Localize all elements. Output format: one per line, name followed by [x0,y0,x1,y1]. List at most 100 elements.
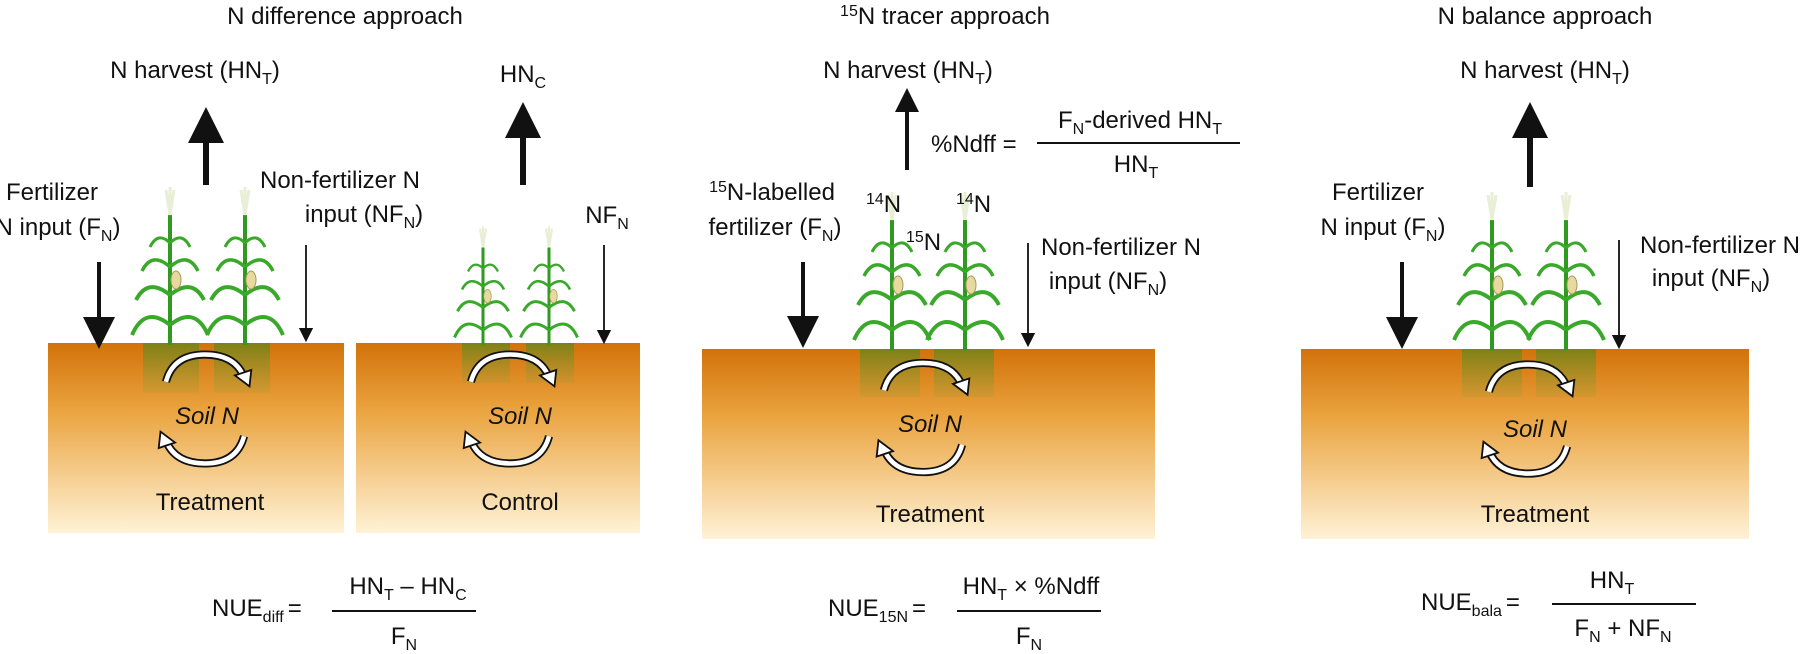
fertilizer-label-diff: Fertilizer [6,179,98,206]
ndff-numerator: FN-derived HNT [1058,107,1222,138]
lhs-sub: diff [263,609,285,626]
num-mid: – HN [394,573,455,600]
panel-n-balance: N balance approach Soil N Treatment N ha… [1301,3,1800,646]
n15-label: 15N [906,229,941,256]
corn-plant-icon [205,185,285,345]
lhs-eq: = [912,595,926,622]
treatment-label: Treatment [156,489,265,516]
den-a-sub: N [1589,629,1601,646]
num-sub: T [1624,581,1634,598]
lhs-sub: bala [1472,603,1502,620]
n14-sup: 14 [866,191,884,208]
nonfert-label-tracer: Non-fertilizer N [1041,234,1201,261]
harvest-sub: T [262,71,272,88]
n14-label: 14N [866,191,901,218]
title-sup: 15 [840,3,858,20]
labelled-fert-label: 15N-labelled [709,179,835,206]
corn-plant-icon [518,225,580,345]
nonfert-label-bala: Non-fertilizer N [1640,232,1800,259]
corn-plant-icon [1526,190,1606,350]
soil-n-label: Soil N [488,403,553,430]
soil-n-label: Soil N [1503,416,1568,443]
n15-sup: 15 [906,229,924,246]
ndff-den-text: HN [1114,151,1149,178]
nfc-sub: N [617,216,629,233]
title-text: N tracer approach [858,3,1050,30]
fert-text: N input (F [1321,214,1426,241]
num-text: HN [963,573,998,600]
soil-block-bala [1301,349,1749,539]
hnc-sub: C [535,75,547,92]
nonfert-end: ) [415,201,423,228]
harvest-sub: T [1612,71,1622,88]
nonfert-input-label-tracer: input (NFN) [1049,268,1167,299]
treatment-label: Treatment [1481,501,1590,528]
fert-text: N input (F [0,214,101,241]
hn-control-label: HNC [500,61,546,92]
formula-lhs: NUEbala= [1421,589,1520,620]
n-harvest-label-bala: N harvest (HNT) [1460,57,1630,88]
harvest-text: N harvest (HN [110,57,262,84]
panel-title-bala: N balance approach [1438,3,1653,30]
harvest-end: ) [272,57,280,84]
nonfert-sub: N [404,215,416,232]
ndff-den-sub: T [1148,165,1158,182]
ndff-denominator: HNT [1114,151,1159,182]
fert-end: ) [1437,214,1445,241]
hnc-text: HN [500,61,535,88]
formula-nue-bala: NUEbala= HNT FN + NFN [1421,567,1696,646]
nfc-text: NF [585,202,617,229]
control-label: Control [481,489,558,516]
lhs-text: NUE [828,595,879,622]
treatment-label: Treatment [876,501,985,528]
n14-text: N [974,191,991,218]
nonfert-end: ) [1762,265,1770,292]
nonfert-end: ) [1159,268,1167,295]
nonfert-label-diff: Non-fertilizer N [260,167,420,194]
num-b-sub: C [455,587,467,604]
num-a: HN [349,573,384,600]
ndff-formula: %Ndff = FN-derived HNT HNT [931,107,1240,182]
nonfert-sub: N [1751,279,1763,296]
fert-sup: 15 [709,179,727,196]
lhs-sub: 15N [879,609,908,626]
n15-text: N [924,229,941,256]
ndff-num-sub2: T [1212,121,1222,138]
nonfert-input-label-diff: input (NFN) [305,201,423,232]
fert-end: ) [833,214,841,241]
ndff-lhs: %Ndff = [931,131,1017,158]
nonfert-input-label-bala: input (NFN) [1652,265,1770,296]
ndff-num-mid: -derived HN [1084,107,1212,134]
n14-sup: 14 [956,191,974,208]
harvest-end: ) [985,57,993,84]
fert-sub: N [822,228,834,245]
panel-n-difference: N difference approach Soil N Soil N Trea… [0,3,640,654]
fert-end: ) [112,214,120,241]
harvest-text: N harvest (HN [1460,57,1612,84]
den-sub: N [406,637,418,654]
corn-plant-icon [925,190,1005,350]
fert-line2: fertilizer (F [709,214,822,241]
panel-title-tracer: 15N tracer approach [840,3,1050,30]
corn-plant-icon [452,225,514,345]
harvest-text: N harvest (HN [823,57,975,84]
n14-label: 14N [956,191,991,218]
soil-n-label: Soil N [898,411,963,438]
num-a-sub: T [384,587,394,604]
formula-lhs: NUEdiff= [212,595,302,626]
lhs-eq: = [288,595,302,622]
labelled-fert-input-label: fertilizer (FN) [709,214,842,245]
den-mid: + NF [1601,615,1660,642]
fertilizer-input-label-diff: N input (FN) [0,214,120,245]
formula-lhs: NUE15N= [828,595,926,626]
lhs-text: NUE [1421,589,1472,616]
num-text: HN [1590,567,1625,594]
panel-title-diff: N difference approach [227,3,463,30]
soil-block-tracer [702,349,1155,539]
formula-nue-diff: NUEdiff= HNT – HNC FN [212,573,476,654]
harvest-end: ) [1622,57,1630,84]
formula-numerator: HNT – HNC [349,573,466,604]
formula-denominator: FN [1016,623,1042,654]
nf-control-label: NFN [585,202,629,233]
